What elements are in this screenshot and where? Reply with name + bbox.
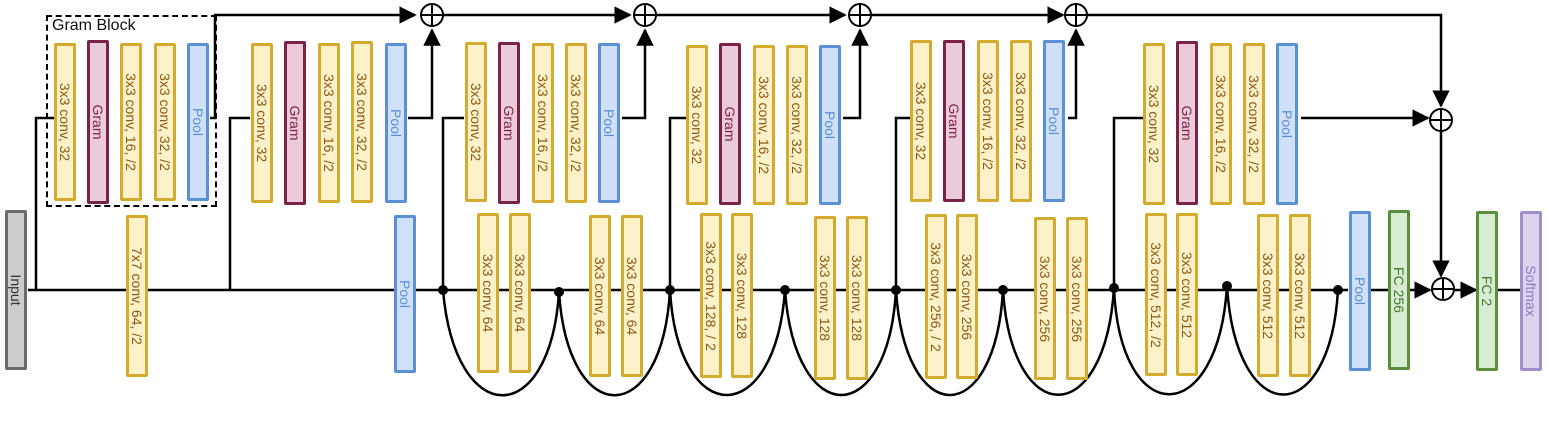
gram-matrix-block: Gram	[719, 43, 741, 205]
gram-matrix-block: Gram	[943, 40, 965, 202]
residual-arc	[1112, 285, 1229, 396]
gram-block-outline	[46, 15, 217, 207]
residual-arc	[1001, 287, 1116, 396]
res-conv-block: 3x3 conv, 128	[846, 216, 868, 380]
gram-matrix-block: Gram	[87, 40, 109, 204]
gram-conv-block: 3x3 conv, 32	[686, 45, 708, 205]
softmax-block: Softmax	[1520, 211, 1542, 371]
gram-branch-5	[894, 116, 910, 290]
gram-pool-block: Pool	[819, 45, 841, 205]
stem-conv-block: 7x7 conv, 64, /2	[126, 215, 148, 377]
residual-arc	[557, 289, 672, 397]
res-conv-block: 3x3 conv, 128	[814, 216, 836, 380]
gram-matrix-block: Gram	[284, 41, 306, 205]
gram-conv-block: 3x3 conv, 32, /2	[351, 41, 373, 203]
gram-pool-block: Pool	[187, 43, 209, 201]
fc-2-block: FC 2	[1476, 211, 1498, 371]
gram-conv-block: 3x3 conv, 16, /2	[318, 43, 340, 203]
gram-branch-4	[668, 116, 686, 290]
sum-node	[420, 3, 444, 27]
res-conv-block: 3x3 conv, 512	[1257, 214, 1279, 377]
gram-conv-block: 3x3 conv, 16, /2	[753, 45, 775, 205]
final-pool-block: Pool	[1349, 211, 1371, 371]
sum-node	[1431, 277, 1455, 301]
residual-arc	[1225, 285, 1340, 396]
gram-conv-block: 3x3 conv, 16, /2	[1210, 43, 1232, 205]
res-conv-block: 3x3 conv, 128, / 2	[700, 213, 722, 378]
gram-conv-block: 3x3 conv, 32	[910, 40, 932, 202]
gram-pool-block: Pool	[385, 43, 407, 203]
residual-arc	[783, 289, 898, 397]
gram-conv-block: 3x3 conv, 32	[54, 43, 76, 201]
gram-conv-block: 3x3 conv, 32, /2	[1010, 40, 1032, 202]
residual-arc	[894, 289, 1005, 397]
gram-conv-block: 3x3 conv, 16, /2	[120, 43, 142, 201]
gram-conv-block: 3x3 conv, 16, /2	[532, 43, 554, 203]
residual-arc	[668, 289, 787, 397]
res-conv-block: 3x3 conv, 256	[956, 214, 978, 379]
gram-conv-block: 3x3 conv, 16, /2	[977, 40, 999, 202]
res-conv-block: 3x3 conv, 512	[1176, 213, 1198, 376]
res-conv-block: 3x3 conv, 512	[1289, 214, 1311, 377]
res-conv-block: 3x3 conv, 64	[509, 213, 531, 373]
sum-node	[633, 3, 657, 27]
gram-conv-block: 3x3 conv, 32, /2	[1243, 43, 1265, 205]
res-conv-block: 3x3 conv, 128	[731, 213, 753, 378]
gram-conv-block: 3x3 conv, 32, /2	[786, 45, 808, 205]
sum-node	[1064, 3, 1088, 27]
res-conv-block: 3x3 conv, 256, / 2	[925, 214, 947, 379]
input-block: Input	[5, 210, 27, 370]
gram-branch-6	[1112, 116, 1146, 290]
main-pool-block: Pool	[394, 215, 416, 373]
gram-pool-block: Pool	[1043, 40, 1065, 202]
gram-branch-1	[34, 116, 54, 290]
gram-branch-2	[228, 116, 250, 290]
res-conv-block: 3x3 conv, 64	[477, 213, 499, 373]
res-conv-block: 3x3 conv, 512, /2	[1145, 213, 1167, 376]
fc-256-block: FC 256	[1388, 210, 1410, 370]
gram-conv-block: 3x3 conv, 32	[251, 43, 273, 203]
gram-pool-block: Pool	[598, 43, 620, 203]
gram-pool-block: Pool	[1276, 43, 1298, 205]
sum-node	[1429, 108, 1453, 132]
gram-matrix-block: Gram	[498, 42, 520, 204]
residual-arc	[441, 289, 561, 397]
sum-node	[848, 3, 872, 27]
gram-matrix-block: Gram	[1176, 41, 1198, 205]
gram-conv-block: 3x3 conv, 32, /2	[565, 43, 587, 203]
res-conv-block: 3x3 conv, 256	[1034, 217, 1056, 380]
gram-conv-block: 3x3 conv, 32, /2	[154, 43, 176, 201]
gram-branch-3	[441, 116, 464, 290]
gram-block-label: Gram Block	[52, 17, 136, 34]
gram-conv-block: 3x3 conv, 32	[465, 42, 487, 202]
gram-conv-block: 3x3 conv, 32	[1143, 43, 1165, 205]
res-conv-block: 3x3 conv, 256	[1066, 217, 1088, 380]
res-conv-block: 3x3 conv, 64	[621, 215, 643, 377]
res-conv-block: 3x3 conv, 64	[589, 215, 611, 377]
